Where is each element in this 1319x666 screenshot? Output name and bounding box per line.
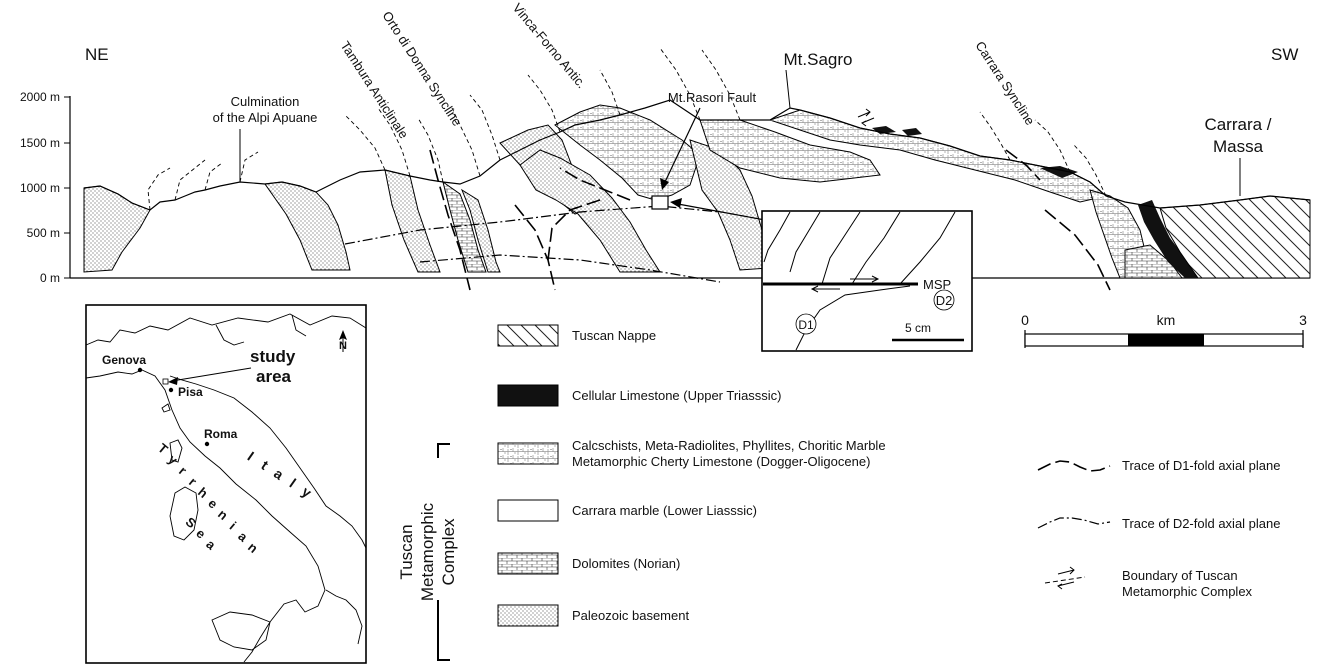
- d1-label: D1: [798, 318, 814, 332]
- sagro-label: Mt.Sagro: [784, 50, 853, 69]
- calcschist-band-west: [385, 170, 440, 272]
- legend-swatch-tuscan-nappe: [498, 325, 558, 346]
- legend-boundary-label-1: Boundary of Tuscan: [1122, 568, 1238, 583]
- vinca-label: Vinca-Forno Antic.: [510, 0, 590, 91]
- d2-label: D2: [936, 293, 953, 308]
- paleozoic-basement-culmination: [265, 182, 350, 270]
- legend-label-calcschists-2: Metamorphic Cherty Limestone (Dogger-Oli…: [572, 454, 870, 469]
- inset-scale-label: 5 cm: [905, 321, 931, 335]
- elevation-axis: 2000 m 1500 m 1000 m 500 m 0 m: [20, 90, 70, 285]
- outcrop-inset: MSP D2 D1 5 cm: [762, 211, 972, 351]
- scale-unit: km: [1157, 312, 1176, 328]
- tuscan-metamorphic-bracket: Tuscan Metamorphic Complex: [397, 444, 458, 660]
- legend-swatch-dolomites: [498, 553, 558, 574]
- legend-label-paleozoic-basement: Paleozoic basement: [572, 608, 689, 623]
- legend-d2-label: Trace of D2-fold axial plane: [1122, 516, 1281, 531]
- legend-label-carrara-marble: Carrara marble (Lower Liasssic): [572, 503, 757, 518]
- culmination-label-2: of the Alpi Apuane: [213, 110, 318, 125]
- study-area-label-2: area: [256, 367, 292, 386]
- elev-2000: 2000 m: [20, 90, 60, 104]
- boundary-arrows: [858, 109, 874, 126]
- genova-dot: [138, 368, 142, 372]
- legend-label-cellular-limestone: Cellular Limestone (Upper Triasssic): [572, 388, 782, 403]
- carrara-label-2: Massa: [1213, 137, 1264, 156]
- legend-label-tuscan-nappe: Tuscan Nappe: [572, 328, 656, 343]
- tambura-label: Tambura Anticlinale: [337, 38, 411, 141]
- elev-0: 0 m: [40, 271, 60, 285]
- legend-swatch-paleozoic-basement: [498, 605, 558, 626]
- legend-d1-label: Trace of D1-fold axial plane: [1122, 458, 1281, 473]
- ne-label: NE: [85, 45, 109, 64]
- sample-arrow-head: [670, 198, 682, 208]
- elev-1000: 1000 m: [20, 181, 60, 195]
- italy-map: N Genova Pisa study area Roma I t a l y …: [86, 305, 366, 663]
- cellular-limestone-lens-3: [902, 128, 922, 136]
- legend-swatch-cellular-limestone: [498, 385, 558, 406]
- elev-1500: 1500 m: [20, 136, 60, 150]
- legend-d1-symbol: [1038, 461, 1110, 471]
- scale-max: 3: [1299, 312, 1307, 328]
- legend-boundary-symbol: [1045, 567, 1085, 589]
- legend-d2-symbol: [1038, 518, 1110, 528]
- group-label-3: Complex: [439, 518, 458, 586]
- legend-swatch-calcschists: [498, 443, 558, 464]
- legend-boundary-label-2: Metamorphic Complex: [1122, 584, 1253, 599]
- pisa-label: Pisa: [178, 385, 203, 399]
- group-label-1: Tuscan: [397, 524, 416, 579]
- roma-dot: [205, 442, 209, 446]
- study-area-label-1: study: [250, 347, 296, 366]
- carrara-syncline-label: Carrara Syncline: [972, 38, 1037, 127]
- paleozoic-basement-left: [84, 186, 150, 272]
- rasori-label: Mt.Rasori Fault: [668, 90, 757, 105]
- legend: Tuscan Nappe Cellular Limestone (Upper T…: [397, 325, 1281, 660]
- sw-label: SW: [1271, 45, 1298, 64]
- group-label-2: Metamorphic: [418, 502, 437, 601]
- legend-label-dolomites: Dolomites (Norian): [572, 556, 680, 571]
- km-scale-bar: 0 km 3: [1021, 312, 1307, 348]
- legend-label-calcschists-1: Calcschists, Meta-Radiolites, Phyllites,…: [572, 438, 886, 453]
- culmination-label-1: Culmination: [231, 94, 300, 109]
- legend-swatch-carrara-marble: [498, 500, 558, 521]
- sample-location-box: [652, 196, 668, 209]
- carrara-label-1: Carrara /: [1204, 115, 1271, 134]
- msp-label: MSP: [923, 277, 951, 292]
- genova-label: Genova: [102, 353, 146, 367]
- roma-label: Roma: [204, 427, 238, 441]
- sagro-leader: [786, 70, 790, 108]
- cross-section: NE SW 2000 m 1500 m 1000 m 500 m 0 m: [20, 0, 1310, 290]
- study-area-marker: [163, 379, 168, 384]
- north-label: N: [339, 340, 347, 352]
- scale-zero: 0: [1021, 312, 1029, 328]
- elev-500: 500 m: [27, 226, 60, 240]
- pisa-dot: [169, 388, 173, 392]
